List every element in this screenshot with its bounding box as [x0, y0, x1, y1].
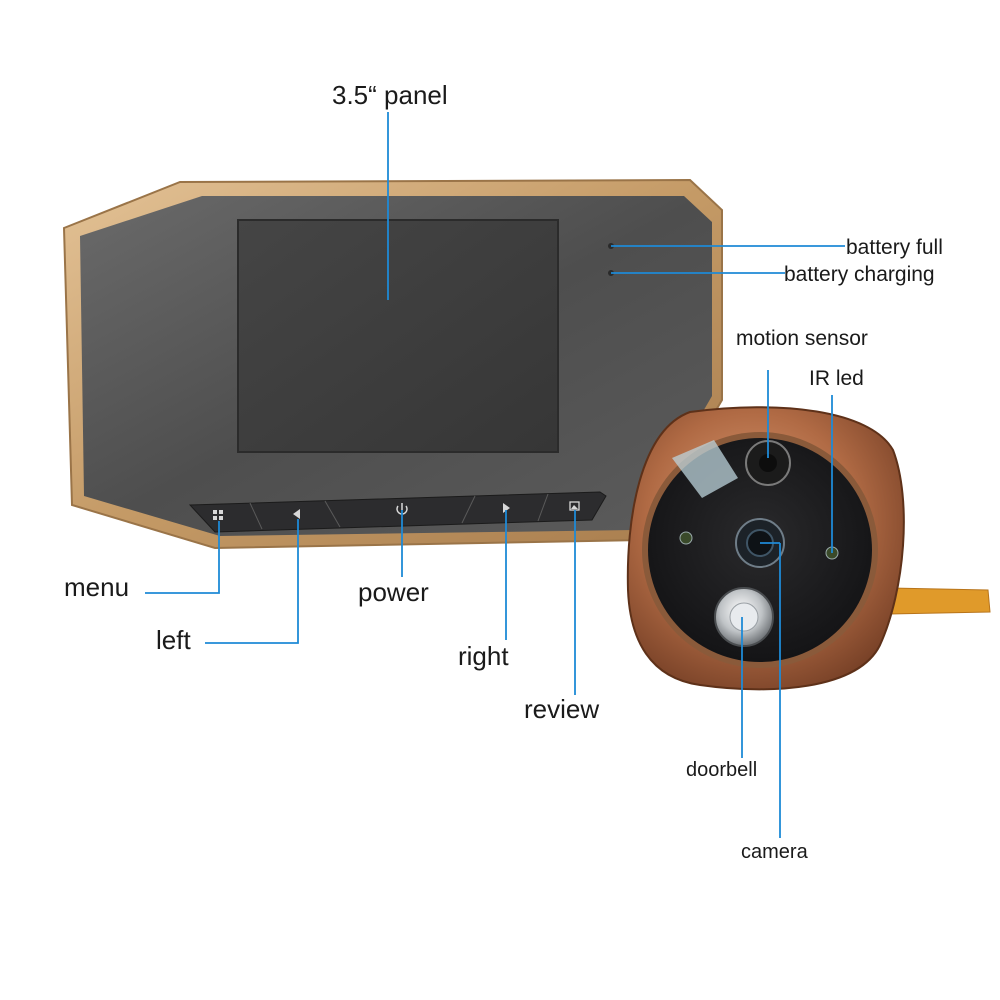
label-battery-charging: battery charging [784, 263, 935, 286]
button-divider [324, 500, 341, 528]
label-motion-sensor: motion sensor [736, 327, 868, 350]
label-panel: 3.5“ panel [332, 80, 448, 110]
label-review: review [524, 694, 600, 724]
left-button[interactable] [293, 509, 300, 519]
lcd-screen [237, 219, 559, 453]
motion-sensor-center [759, 454, 777, 472]
label-battery-full: battery full [846, 236, 943, 259]
left-leader [205, 519, 299, 644]
label-right: right [458, 641, 509, 671]
left-triangle-icon [293, 509, 300, 519]
button-divider [461, 495, 476, 524]
ir-led-left [679, 531, 693, 545]
label-sticker [672, 440, 738, 498]
right-button[interactable] [503, 503, 510, 513]
grid-icon [213, 510, 223, 520]
label-ir-led: IR led [809, 367, 864, 390]
menu-leader [145, 521, 220, 594]
outdoor-doorbell-unit [626, 406, 991, 691]
label-left: left [156, 625, 191, 655]
indoor-monitor [62, 178, 723, 550]
button-divider [249, 502, 263, 530]
leader-lines [145, 112, 845, 838]
button-divider [537, 493, 549, 522]
label-power: power [358, 577, 429, 607]
label-camera: camera [741, 841, 808, 863]
doorbell-button-center [729, 602, 759, 632]
menu-button[interactable] [213, 510, 223, 520]
label-menu: menu [64, 572, 130, 602]
right-triangle-icon [503, 503, 510, 513]
label-doorbell: doorbell [686, 759, 758, 781]
ribbon-cable [887, 587, 991, 615]
